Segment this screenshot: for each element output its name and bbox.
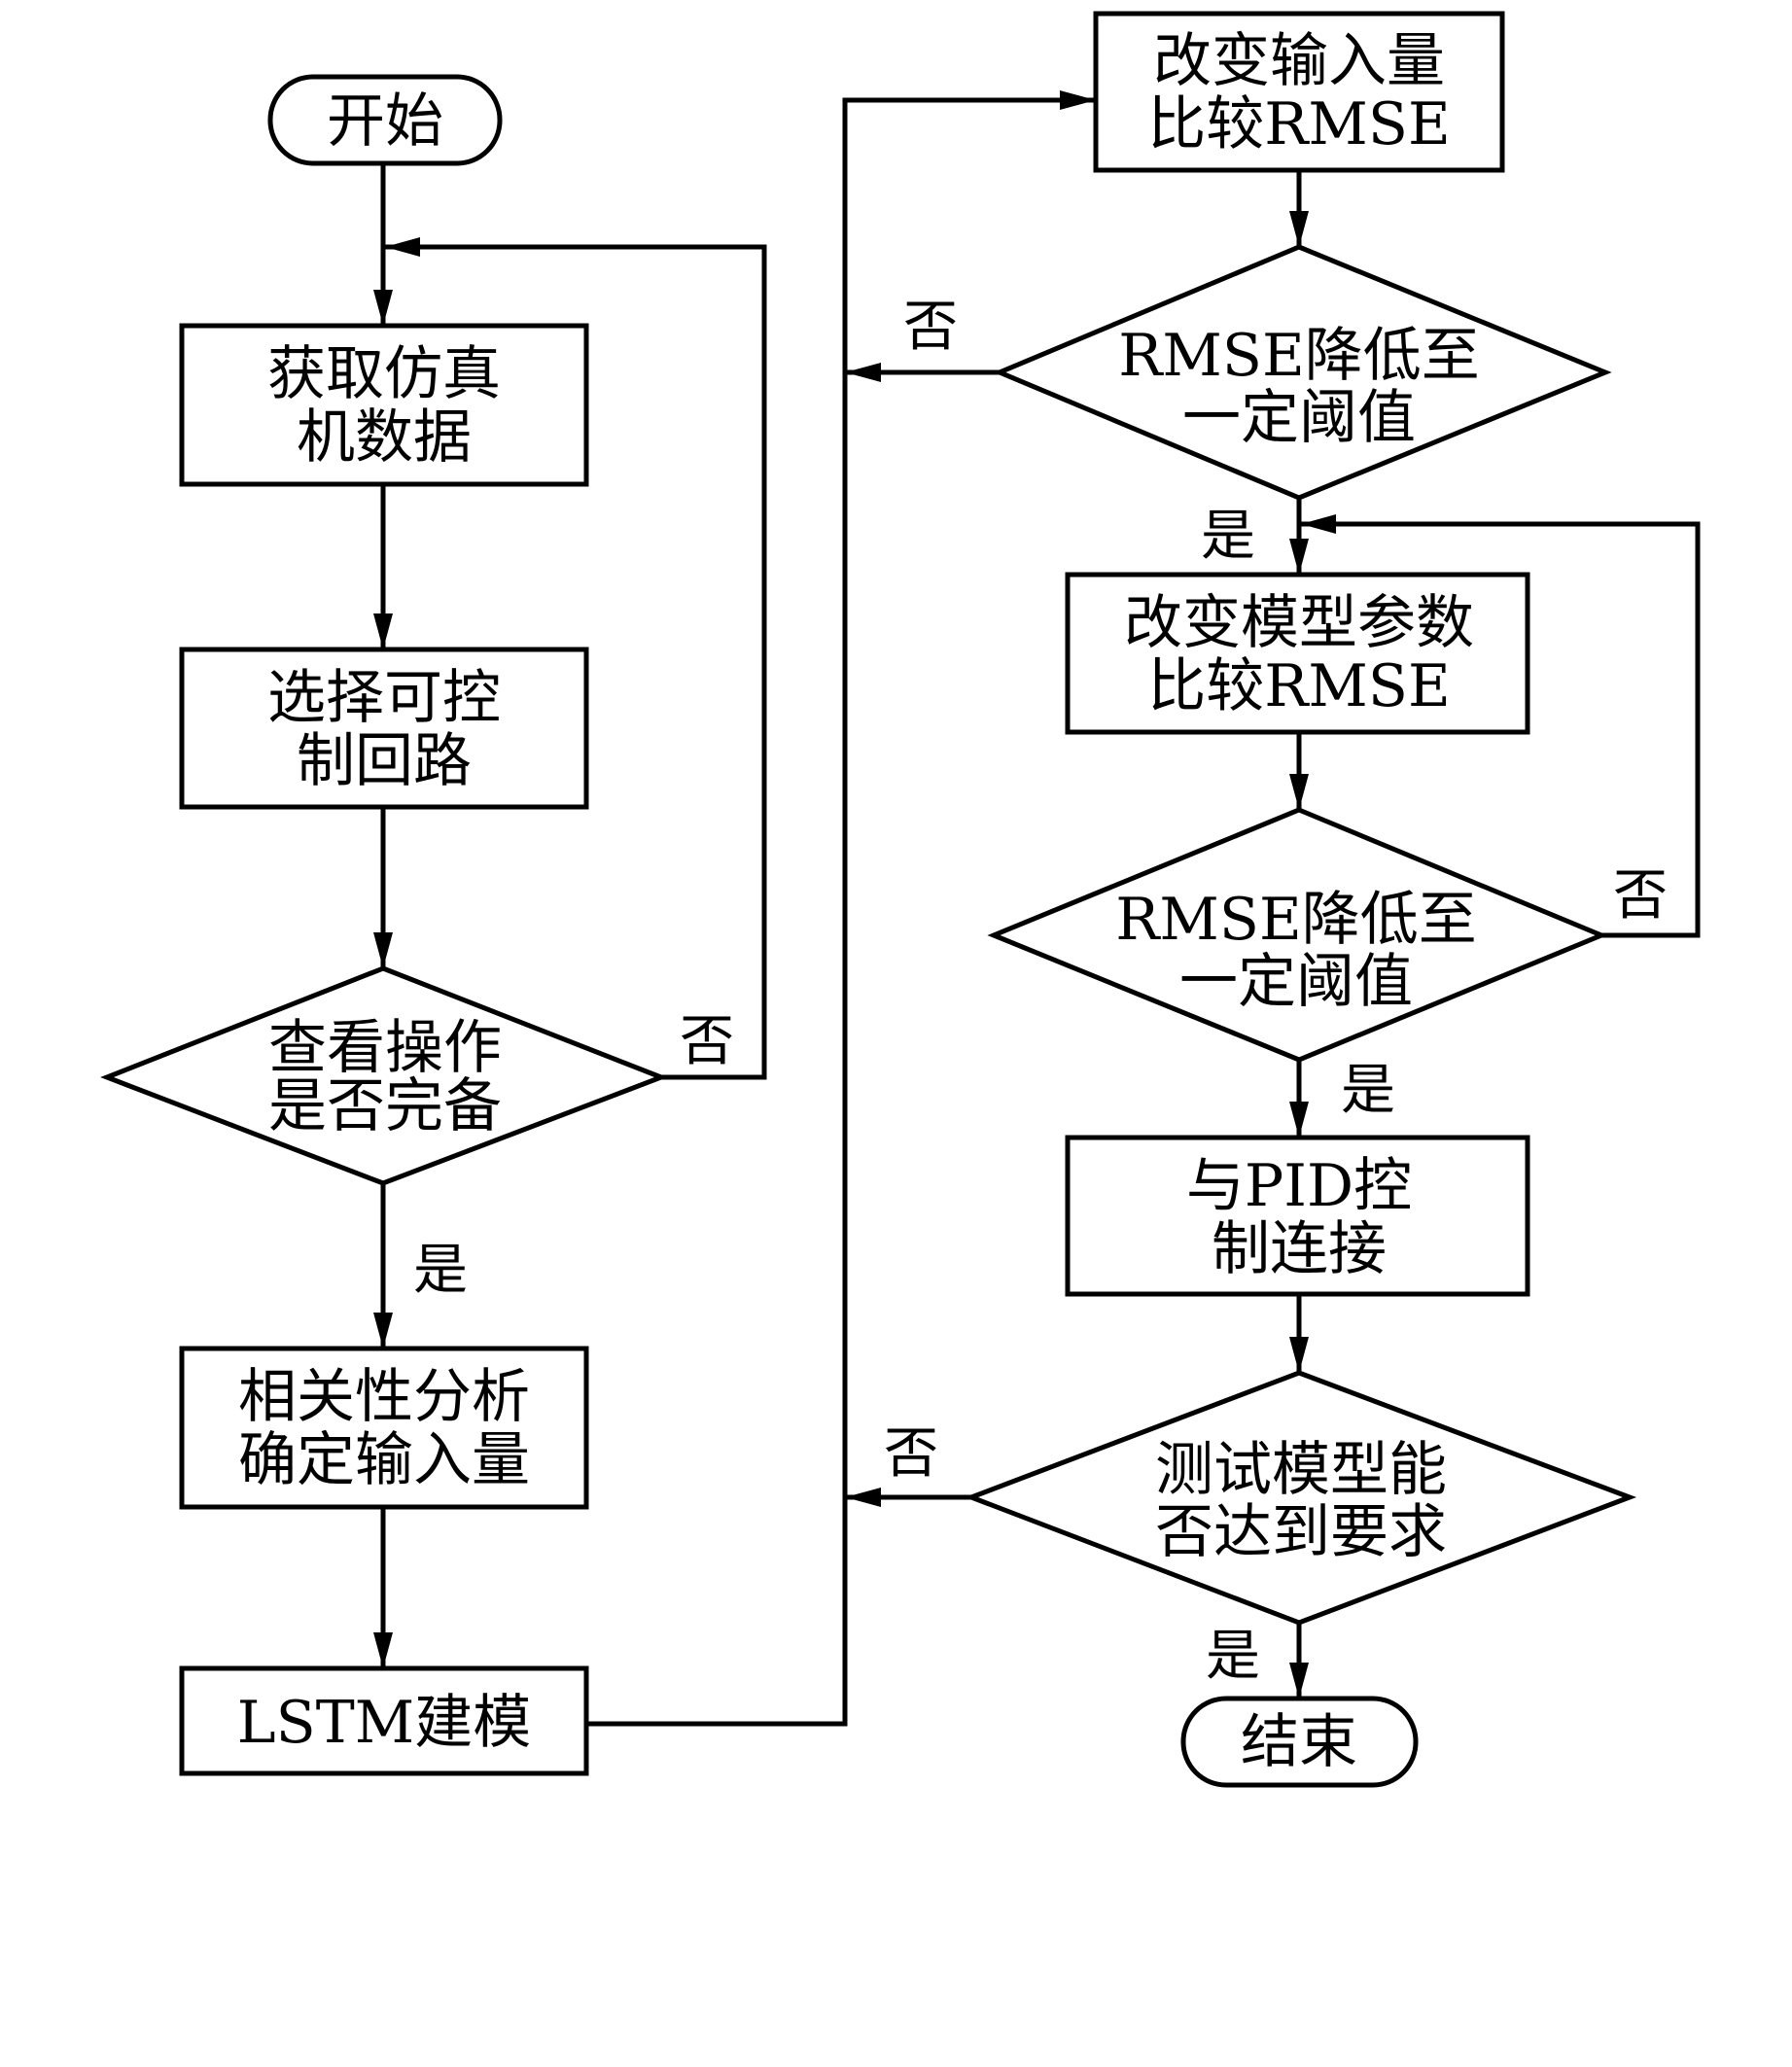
- node-label-line1: RMSE降低至: [1115, 886, 1477, 954]
- process-box: [179, 1665, 589, 1776]
- decision-diamond: [100, 965, 668, 1186]
- process-box: [179, 1346, 589, 1510]
- process-box: [1093, 11, 1505, 173]
- edge-label-yes: 是: [1201, 505, 1255, 568]
- node-label-line2: 制连接: [1212, 1215, 1387, 1283]
- edge-label-yes: 是: [413, 1239, 468, 1302]
- node-label-line1: 相关性分析: [238, 1363, 530, 1431]
- node-end: 结束: [1180, 1696, 1419, 1788]
- decision-diamond: [993, 244, 1612, 501]
- node-change-input: 改变输入量 比较RMSE: [1093, 11, 1505, 173]
- node-lstm: LSTM建模: [179, 1665, 589, 1776]
- node-label: 开始: [327, 88, 443, 156]
- arrowhead-icon: [373, 1632, 393, 1668]
- arrowhead-icon: [1289, 1337, 1309, 1373]
- node-label-line1: 改变输入量: [1153, 27, 1445, 95]
- node-label-line1: RMSE降低至: [1118, 322, 1480, 390]
- node-rmse-check-1: RMSE降低至 一定阈值: [993, 244, 1612, 501]
- node-rmse-check-2: RMSE降低至 一定阈值: [987, 807, 1608, 1063]
- decision-diamond: [987, 807, 1608, 1063]
- process-box: [179, 323, 589, 487]
- edge-check-no-loop: [383, 244, 767, 1080]
- node-label-line2: 是否完备: [268, 1072, 502, 1140]
- edge-label-no: 否: [1613, 864, 1668, 928]
- node-start: 开始: [267, 74, 503, 166]
- node-select-loop: 选择可控 制回路: [179, 647, 589, 810]
- arrowhead-icon: [1289, 1102, 1309, 1138]
- process-box: [179, 647, 589, 810]
- edge-lstm-changeinput: [586, 97, 1096, 1727]
- node-label-line2: 机数据: [297, 403, 472, 472]
- node-label-line1: 测试模型能: [1155, 1436, 1447, 1504]
- node-label-line1: 与PID控: [1186, 1152, 1412, 1220]
- edge-label-yes: 是: [1341, 1059, 1395, 1122]
- node-change-params: 改变模型参数 比较RMSE: [1065, 572, 1530, 735]
- process-box: [1065, 1135, 1530, 1297]
- arrowhead-icon: [1289, 211, 1309, 247]
- terminal-shape: [267, 74, 503, 166]
- node-label-line2: 制回路: [297, 727, 472, 795]
- node-correlation: 相关性分析 确定输入量: [179, 1346, 589, 1510]
- arrowhead-icon: [385, 237, 420, 257]
- arrowhead-icon: [1060, 90, 1096, 110]
- arrowhead-icon: [1289, 774, 1309, 810]
- node-label-line2: 否达到要求: [1155, 1498, 1447, 1566]
- edge-rmse2-no-loop: [1299, 521, 1701, 938]
- arrowhead-icon: [845, 1488, 881, 1507]
- edge-label-yes: 是: [1206, 1625, 1260, 1688]
- arrowhead-icon: [845, 363, 881, 382]
- arrowhead-icon: [1301, 514, 1336, 534]
- node-pid: 与PID控 制连接: [1065, 1135, 1530, 1297]
- terminal-shape: [1180, 1696, 1419, 1788]
- arrowhead-icon: [373, 932, 393, 968]
- edge-label-no: 否: [903, 296, 958, 359]
- node-label-line2: 一定阈值: [1179, 948, 1413, 1016]
- process-box: [1065, 572, 1530, 735]
- node-label-line2: 比较RMSE: [1147, 652, 1451, 720]
- node-label-line1: 查看操作: [268, 1014, 502, 1082]
- edge-label-no: 否: [680, 1010, 734, 1073]
- node-label-line2: 确定输入量: [238, 1426, 530, 1494]
- node-label: LSTM建模: [237, 1689, 531, 1757]
- arrowhead-icon: [373, 613, 393, 649]
- arrowhead-icon: [1289, 1663, 1309, 1699]
- edge-label-no: 否: [884, 1422, 938, 1486]
- node-label-line1: 选择可控: [267, 664, 501, 732]
- arrowhead-icon: [373, 1313, 393, 1349]
- node-label-line1: 获取仿真: [267, 340, 501, 408]
- node-label-line2: 比较RMSE: [1147, 90, 1451, 158]
- decision-diamond: [964, 1370, 1637, 1626]
- node-check-ops: 查看操作 是否完备: [100, 965, 668, 1186]
- node-label: 结束: [1241, 1708, 1357, 1776]
- node-label-line1: 改变模型参数: [1124, 589, 1474, 657]
- node-test-model: 测试模型能 否达到要求: [964, 1370, 1637, 1626]
- node-label-line2: 一定阈值: [1182, 384, 1416, 452]
- node-get-data: 获取仿真 机数据: [179, 323, 589, 487]
- arrowhead-icon: [1289, 539, 1309, 575]
- connectors: [373, 90, 1701, 1727]
- arrowhead-icon: [373, 290, 393, 326]
